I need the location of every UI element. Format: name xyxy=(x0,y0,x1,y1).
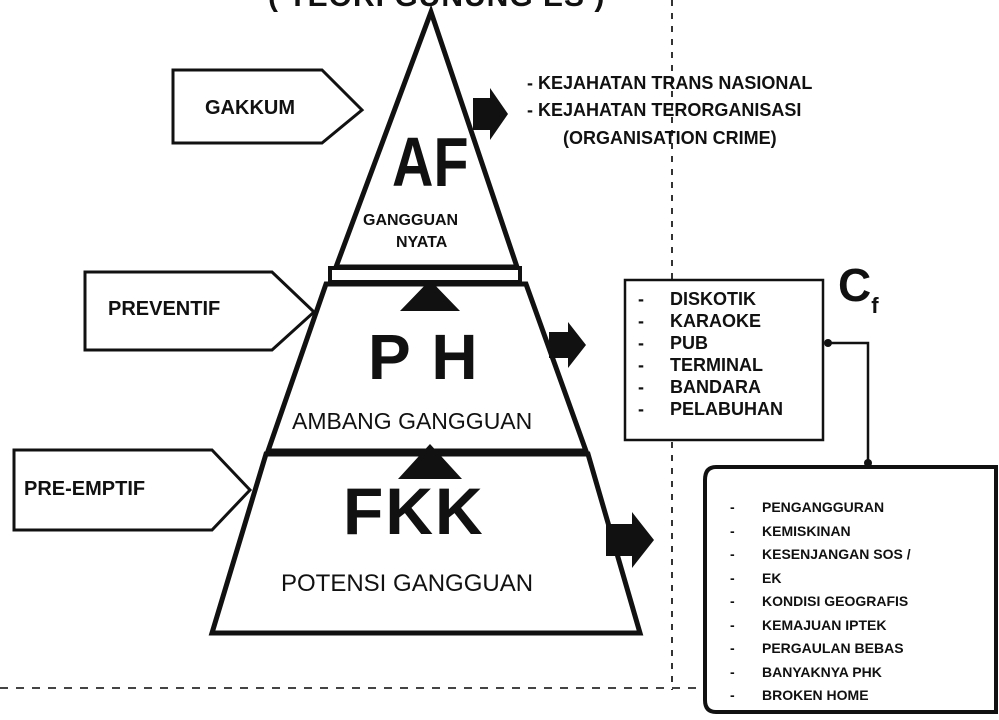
list-item: - PENGANGGURAN xyxy=(730,496,992,520)
list-item-text: KEMISKINAN xyxy=(762,522,851,539)
gakkum-label: GAKKUM xyxy=(205,97,295,119)
list-dash: - xyxy=(730,593,735,609)
list-dash: - xyxy=(638,333,644,353)
ph-list: - DISKOTIK - KARAOKE - PUB - TERMINAL - BANDARA - P… xyxy=(638,288,818,420)
ph-list-box-frame xyxy=(623,278,825,442)
list-dash: - xyxy=(730,687,735,703)
side-mark: Cf xyxy=(838,262,879,317)
list-dash: - xyxy=(730,522,735,539)
list-dash: - xyxy=(638,289,644,309)
list-item: - TERMINAL xyxy=(638,354,818,376)
connector-dot-top xyxy=(824,339,832,347)
list-item-text: EK xyxy=(762,569,782,586)
list-item-text: BROKEN HOME xyxy=(762,687,869,703)
pyramid-bottom-fkk xyxy=(208,451,644,636)
list-dash: - xyxy=(638,355,644,375)
list-dash: - xyxy=(638,377,644,397)
side-mark-sub: f xyxy=(871,293,879,318)
list-dash: - xyxy=(730,569,735,586)
top-title: ( TEORI GUNUNG ES ) xyxy=(268,0,605,14)
fkk-list-box-frame xyxy=(703,465,998,714)
fkk-code: FKK xyxy=(343,474,485,548)
list-item-text: TERMINAL xyxy=(670,355,763,375)
connector-line xyxy=(828,341,870,463)
af-list-item-1: - KEJAHATAN TRANS NASIONAL xyxy=(527,73,813,93)
fkk-list: - PENGANGGURAN - KEMISKINAN - KESENJANGAN SOS… xyxy=(730,496,992,708)
side-mark-main: C xyxy=(838,259,872,311)
list-item-text: PENGANGGURAN xyxy=(762,499,885,515)
list-item-text: PUB xyxy=(670,333,709,353)
list-dash: - xyxy=(638,399,644,419)
list-dash: - xyxy=(730,546,735,562)
list-dash: - xyxy=(730,640,735,656)
list-item: - KARAOKE xyxy=(638,310,818,332)
list-item-text: PELABUHAN xyxy=(670,399,784,419)
preventif-label: PREVENTIF xyxy=(108,298,221,320)
pre-emptif-pentagon xyxy=(12,448,253,532)
list-item: - BANYAKNYA PHK xyxy=(730,661,992,685)
af-list-item-2: - KEJAHATAN TERORGANISASI xyxy=(527,100,802,120)
pre-emptif-label: PRE-EMPTIF xyxy=(24,478,146,500)
list-item-text: KARAOKE xyxy=(670,311,762,331)
list-dash: - xyxy=(730,616,735,633)
af-code: AF xyxy=(392,123,469,201)
list-dash: - xyxy=(638,311,644,331)
list-item: - KEMAJUAN IPTEK xyxy=(730,614,992,638)
list-item: - KEMISKINAN xyxy=(730,520,992,544)
fkk-list-box: - PENGANGGURAN - KEMISKINAN - KESENJANGAN SOS… xyxy=(730,496,992,708)
ph-right-arrow xyxy=(549,322,586,368)
af-right-arrow xyxy=(473,88,508,140)
preventif-pentagon xyxy=(83,270,317,352)
up-arrow-to-af xyxy=(400,280,460,311)
fkk-label: POTENSI GANGGUAN xyxy=(281,570,534,597)
list-item: - DISKOTIK xyxy=(638,288,818,310)
list-item: - EK xyxy=(730,567,992,591)
gakkum-pentagon xyxy=(171,68,365,145)
list-item: - BANDARA xyxy=(638,376,818,398)
fkk-right-arrow xyxy=(606,512,654,568)
list-dash: - xyxy=(730,499,735,515)
list-item-text: BANYAKNYA PHK xyxy=(762,663,882,680)
list-item: - PERGAULAN BEBAS xyxy=(730,637,992,661)
list-item-text: DISKOTIK xyxy=(670,289,757,309)
list-item-text: KESENJANGAN SOS / xyxy=(762,546,911,562)
ph-code: P H xyxy=(368,321,480,393)
list-item-text: BANDARA xyxy=(670,377,761,397)
list-item-text: PERGAULAN BEBAS xyxy=(762,640,904,656)
list-item: - KONDISI GEOGRAFIS xyxy=(730,590,992,614)
af-list-item-3: (ORGANISATION CRIME) xyxy=(563,128,777,148)
ph-list-box: - DISKOTIK - KARAOKE - PUB - TERMINAL - BANDARA - P… xyxy=(638,288,818,420)
up-arrow-to-ph xyxy=(398,444,462,479)
pyramid-band xyxy=(328,266,522,284)
af-label-line1: GANGGUAN xyxy=(363,212,459,229)
list-item: - KESENJANGAN SOS / xyxy=(730,543,992,567)
list-item-text: KEMAJUAN IPTEK xyxy=(762,616,887,633)
af-label-line2: NYATA xyxy=(396,234,448,251)
pyramid-middle-ph xyxy=(264,281,590,454)
list-item: - PUB xyxy=(638,332,818,354)
list-item-text: KONDISI GEOGRAFIS xyxy=(762,593,909,609)
list-dash: - xyxy=(730,663,735,680)
ph-label: AMBANG GANGGUAN xyxy=(292,408,533,434)
list-item: - BROKEN HOME xyxy=(730,684,992,708)
list-item: - PELABUHAN xyxy=(638,398,818,420)
